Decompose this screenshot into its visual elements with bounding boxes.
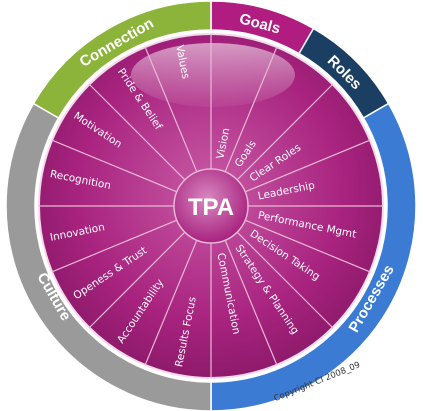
segment-divider <box>236 83 334 181</box>
segment-dividers <box>39 34 383 378</box>
outer-sector-connection <box>32 0 212 120</box>
segment-divider <box>51 219 178 273</box>
segment-divider <box>88 83 186 181</box>
gloss-highlight <box>131 43 295 107</box>
segment-divider <box>236 231 334 329</box>
outer-sector-processes <box>210 102 417 411</box>
segment-divider <box>244 219 371 273</box>
segment-label-0: Vision <box>214 127 232 160</box>
segment-divider <box>144 239 198 366</box>
segment-divider <box>51 139 178 193</box>
segment-divider <box>244 139 371 193</box>
segment-divider <box>88 231 186 329</box>
segment-divider <box>224 239 278 366</box>
segment-divider <box>144 46 198 173</box>
center-hub <box>173 168 249 244</box>
center-label: TPA <box>188 194 234 221</box>
segment-divider <box>224 46 278 173</box>
